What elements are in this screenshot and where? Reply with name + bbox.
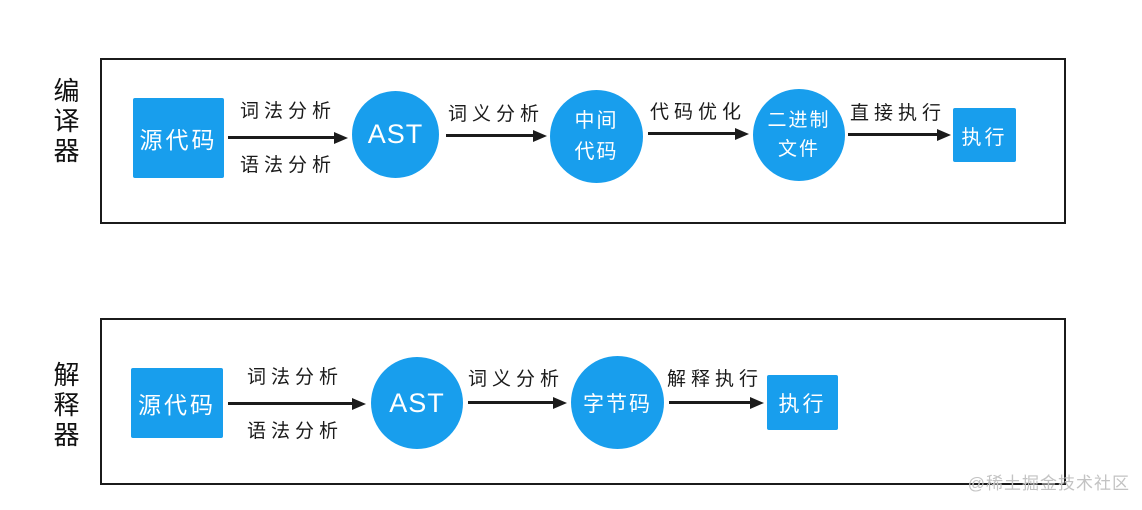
compiler-binary-file-node: 二进制 文件 xyxy=(753,89,845,181)
compiler-ast-label: AST xyxy=(367,119,424,149)
interpreter-execute-node: 执行 xyxy=(767,375,838,430)
compiler-syntax-analysis-label: 语法分析 xyxy=(239,155,336,176)
interpreter-arrow-bytecode-to-execute xyxy=(669,396,764,409)
interpreter-bytecode-label: 字节码 xyxy=(583,392,652,416)
compiler-binary-file-line1: 二进制 xyxy=(767,109,831,131)
compiler-arrow-intermediate-to-binary xyxy=(648,127,749,140)
compiler-intermediate-code-line1: 中间 xyxy=(574,109,619,132)
interpreter-bytecode-node: 字节码 xyxy=(571,356,664,449)
compiler-execute-label: 执行 xyxy=(961,126,1008,149)
arrowhead-icon xyxy=(553,396,567,409)
arrowhead-icon xyxy=(352,397,366,410)
interpreter-lexical-analysis-label: 词法分析 xyxy=(246,367,343,388)
compiler-intermediate-code-node: 中间 代码 xyxy=(550,90,643,183)
compiler-execute-node: 执行 xyxy=(953,108,1016,162)
compiler-source-code-node: 源代码 xyxy=(133,98,224,178)
interpreter-interpret-execution-label: 解释执行 xyxy=(666,369,763,390)
interpreter-ast-node: AST xyxy=(371,357,463,449)
compiler-side-label: 编译器 xyxy=(50,77,80,167)
arrowhead-icon xyxy=(533,129,547,142)
arrowhead-icon xyxy=(334,131,348,144)
juejin-watermark: @稀土掘金技术社区 xyxy=(967,474,1130,493)
interpreter-source-code-node: 源代码 xyxy=(131,368,223,438)
compiler-binary-file-line2: 文件 xyxy=(777,139,820,160)
compiler-arrow-ast-to-intermediate xyxy=(446,129,547,142)
compiler-intermediate-code-line2: 代码 xyxy=(574,140,619,163)
compiler-lexical-analysis-label: 词法分析 xyxy=(239,101,336,122)
compiler-ast-node: AST xyxy=(352,91,439,178)
compiler-code-optimization-label: 代码优化 xyxy=(649,102,746,123)
interpreter-arrow-ast-to-bytecode xyxy=(468,396,567,409)
compiler-arrow-source-to-ast xyxy=(228,131,348,144)
compiler-source-code-label: 源代码 xyxy=(139,127,218,153)
interpreter-source-code-label: 源代码 xyxy=(138,392,216,418)
compiler-direct-execution-label: 直接执行 xyxy=(849,103,946,124)
interpreter-ast-label: AST xyxy=(389,387,445,418)
compiler-semantic-analysis-label: 词义分析 xyxy=(447,104,544,125)
arrowhead-icon xyxy=(937,128,951,141)
arrowhead-icon xyxy=(750,396,764,409)
interpreter-arrow-source-to-ast xyxy=(228,397,366,410)
arrowhead-icon xyxy=(735,127,749,140)
interpreter-semantic-analysis-label: 词义分析 xyxy=(467,369,564,390)
interpreter-side-label: 解释器 xyxy=(50,361,80,451)
interpreter-syntax-analysis-label: 语法分析 xyxy=(246,421,343,442)
interpreter-execute-label: 执行 xyxy=(778,392,827,416)
compiler-arrow-binary-to-execute xyxy=(848,128,951,141)
